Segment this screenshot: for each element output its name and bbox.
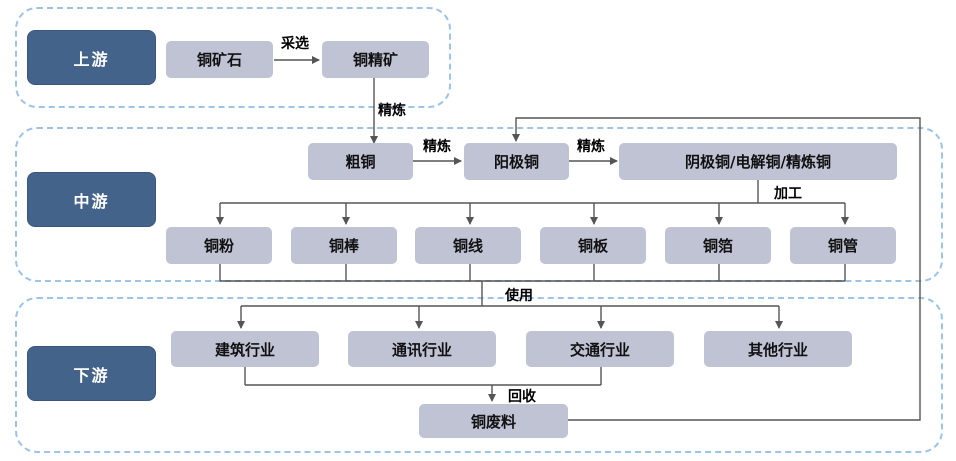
node-construction: 建筑行业 [171,331,319,367]
edge-scrap-anode [512,117,921,421]
node-copper-powder: 铜粉 [166,227,272,264]
node-transport: 交通行业 [526,331,674,367]
upstream-zone [15,7,451,108]
node-copper-ore: 铜矿石 [166,41,273,78]
label-refine-2: 精炼 [423,139,451,155]
stage-midstream: 中游 [27,172,156,227]
label-use: 使用 [505,288,533,304]
label-process: 加工 [774,186,802,202]
node-copper-rod: 铜棒 [291,227,397,264]
stage-downstream: 下游 [27,346,156,401]
node-copper-tube: 铜管 [790,227,896,264]
label-refine-1: 精炼 [378,103,406,119]
node-telecom: 通讯行业 [348,331,496,367]
node-anode-copper: 阳极铜 [464,143,569,180]
label-refine-3: 精炼 [577,139,605,155]
node-blister-copper: 粗铜 [308,143,413,180]
node-copper-plate: 铜板 [540,227,646,264]
node-other-industries: 其他行业 [704,331,852,367]
label-beneficiation: 采选 [281,36,309,52]
stage-upstream: 上游 [27,30,156,85]
node-copper-foil: 铜箔 [665,227,771,264]
node-copper-concentrate: 铜精矿 [322,41,429,78]
node-copper-wire: 铜线 [415,227,521,264]
node-cathode-copper: 阴极铜/电解铜/精炼铜 [619,143,897,180]
label-recycle: 回收 [508,389,536,405]
downstream-zone [15,297,943,453]
node-copper-scrap: 铜废料 [419,404,568,438]
